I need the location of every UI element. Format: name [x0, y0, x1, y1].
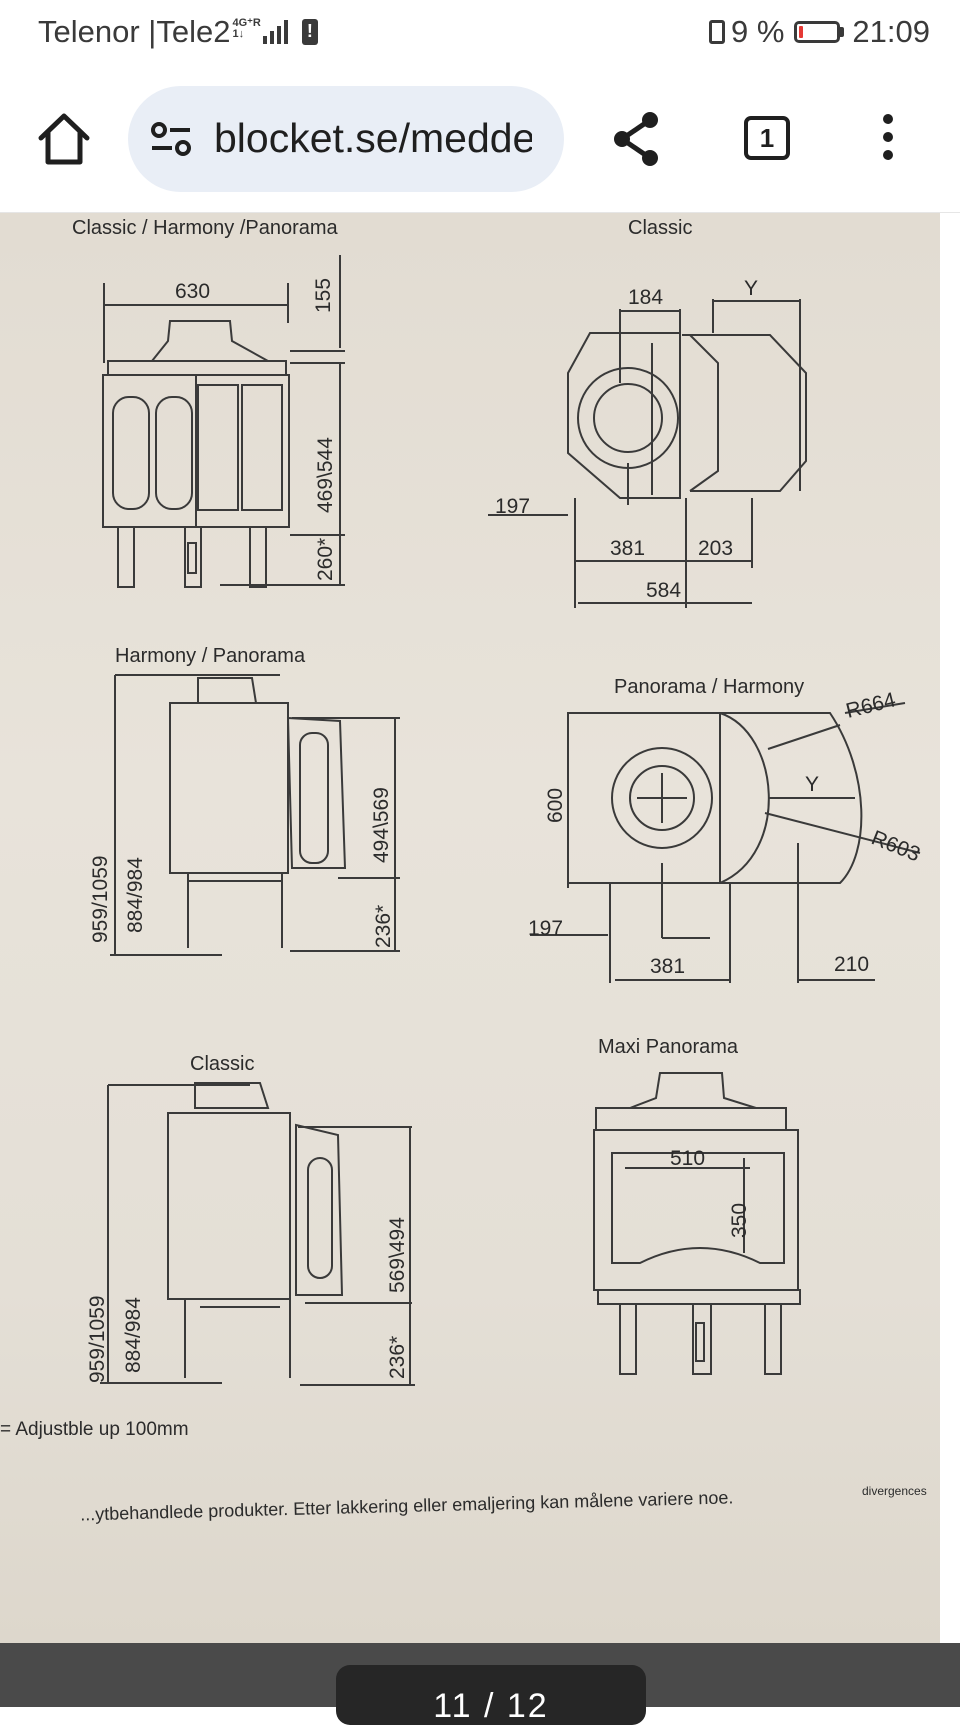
dim-155: 155 [312, 278, 335, 313]
battery-percent: 9 % [731, 14, 785, 49]
status-left: Telenor |Tele2 4G⁺R 1↓ [38, 14, 318, 50]
dim-381-mid: 381 [650, 955, 685, 978]
clock: 21:09 [852, 14, 930, 49]
dim-260: 260* [314, 538, 337, 581]
menu-dot-icon [883, 132, 893, 142]
right-edge-text: divergences [862, 1484, 927, 1498]
dim-959-1059-mid: 959/1059 [89, 855, 112, 943]
network-badge-top: 4G⁺R [232, 17, 261, 29]
caption-bottom-left: Classic [190, 1053, 254, 1075]
dim-510: 510 [670, 1147, 705, 1170]
dim-y-top: Y [744, 277, 758, 300]
battery-icon [794, 21, 845, 43]
bottom-caption-text: ...ytbehandlede produkter. Etter lakkeri… [80, 1487, 734, 1524]
bottom-overlay-bar: 11 / 12 [0, 1643, 960, 1725]
dim-959-1059-bottom: 959/1059 [86, 1295, 109, 1383]
dim-197-mid: 197 [528, 917, 563, 940]
share-button[interactable] [610, 110, 662, 168]
menu-dot-icon [883, 150, 893, 160]
dim-584: 584 [646, 579, 681, 602]
dim-184: 184 [628, 286, 663, 309]
image-pager-text: 11 / 12 [433, 1687, 549, 1725]
dim-236-bottom: 236* [386, 1336, 409, 1379]
caption-top-right: Classic [628, 217, 692, 239]
dim-884-984-bottom: 884/984 [122, 1297, 145, 1373]
tab-switcher-button[interactable]: 1 [744, 116, 790, 160]
dim-y-mid: Y [805, 773, 819, 796]
dim-494-569: 494\569 [370, 787, 393, 863]
carrier-name: Telenor |Tele2 [38, 14, 231, 49]
menu-dot-icon [883, 114, 893, 124]
image-right-edge [940, 213, 960, 1643]
site-settings-icon[interactable] [150, 122, 192, 156]
share-icon [614, 112, 658, 166]
home-icon [38, 113, 90, 165]
url-text[interactable]: blocket.se/meddelanden [214, 115, 532, 161]
dim-569-494: 569\494 [386, 1217, 409, 1293]
footnote: = Adjustble up 100mm [0, 1419, 189, 1440]
dim-r664: R664 [844, 688, 899, 723]
battery-level-fill [799, 26, 804, 38]
dim-884-984-mid: 884/984 [124, 857, 147, 933]
network-type-icon: 4G⁺R 1↓ [232, 18, 260, 40]
dim-236-mid: 236* [372, 905, 395, 948]
signal-strength-icon [262, 20, 288, 44]
dim-r603: R603 [868, 826, 923, 866]
sim-alert-icon [301, 19, 318, 45]
caption-mid-right: Panorama / Harmony [614, 676, 804, 698]
status-bar: Telenor |Tele2 4G⁺R 1↓ 9 % 21:09 [0, 0, 960, 66]
dim-630: 630 [175, 280, 210, 303]
dim-210: 210 [834, 953, 869, 976]
dim-203: 203 [698, 537, 733, 560]
dim-381-top: 381 [610, 537, 645, 560]
dim-600: 600 [544, 788, 567, 823]
dim-469-544: 469\544 [314, 437, 337, 513]
technical-drawing: Classic / Harmony /Panorama Classic Harm… [0, 217, 927, 1524]
dim-350: 350 [728, 1203, 751, 1238]
network-badge-bottom: 1↓ [232, 28, 245, 40]
browser-toolbar: blocket.se/meddelanden 1 [0, 66, 960, 213]
dim-197-top: 197 [495, 495, 530, 518]
status-right: 9 % 21:09 [709, 14, 930, 50]
caption-top-left: Classic / Harmony /Panorama [72, 217, 339, 239]
vibrate-icon [709, 20, 725, 44]
address-bar[interactable]: blocket.se/meddelanden [128, 86, 564, 192]
more-options-button[interactable] [880, 114, 896, 166]
home-button[interactable] [36, 110, 92, 168]
page-content-image: Classic / Harmony /Panorama Classic Harm… [0, 213, 960, 1643]
caption-bottom-right: Maxi Panorama [598, 1036, 739, 1058]
caption-mid-left: Harmony / Panorama [115, 645, 306, 667]
image-pager[interactable]: 11 / 12 [336, 1665, 646, 1725]
